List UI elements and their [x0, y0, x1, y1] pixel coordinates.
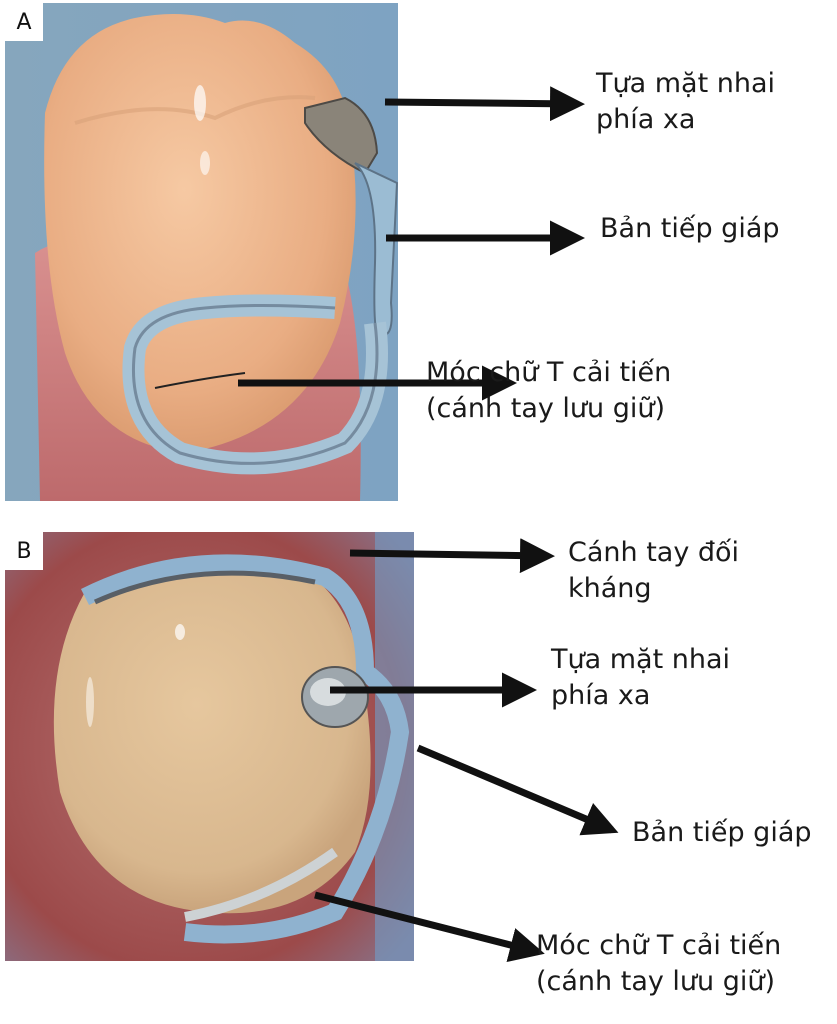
label-b-proximal-plate: Bản tiếp giáp: [632, 817, 812, 848]
label-a-proximal-plate: Bản tiếp giáp: [600, 213, 780, 244]
panel-label-b: B: [5, 532, 43, 570]
panel-label-a: A: [5, 3, 43, 41]
arrow-b-proximal-plate: [416, 744, 619, 836]
label-b-clasp-line2: (cánh tay lưu giữ): [536, 966, 776, 997]
label-a-clasp-line2: (cánh tay lưu giữ): [426, 393, 666, 424]
label-a-clasp-line1: Móc chữ T cải tiến: [426, 357, 672, 388]
label-b-clasp: Móc chữ T cải tiến (cánh tay lưu giữ): [536, 928, 781, 1000]
label-b-reciprocal-arm: Cánh tay đối kháng: [568, 535, 739, 607]
label-b-clasp-line1: Móc chữ T cải tiến: [536, 930, 782, 961]
arrow-a-rest: [384, 86, 585, 122]
label-a-rest: Tựa mặt nhai phía xa: [596, 66, 775, 138]
label-a-clasp: Móc chữ T cải tiến (cánh tay lưu giữ): [426, 355, 671, 427]
label-b-rest-line1: Tựa mặt nhai: [551, 644, 731, 675]
label-a-rest-line2: phía xa: [596, 104, 696, 135]
photo-panel-a: A: [5, 3, 398, 501]
label-b-reciprocal-arm-line1: Cánh tay đối: [568, 537, 740, 568]
photo-panel-b: B: [5, 532, 414, 961]
label-b-reciprocal-arm-line2: kháng: [568, 573, 652, 604]
label-b-rest-line2: phía xa: [551, 680, 651, 711]
arrow-b-reciprocal-arm: [349, 538, 555, 574]
arrow-b-clasp: [314, 891, 545, 963]
label-b-rest: Tựa mặt nhai phía xa: [551, 642, 730, 714]
label-a-rest-line1: Tựa mặt nhai: [596, 68, 776, 99]
